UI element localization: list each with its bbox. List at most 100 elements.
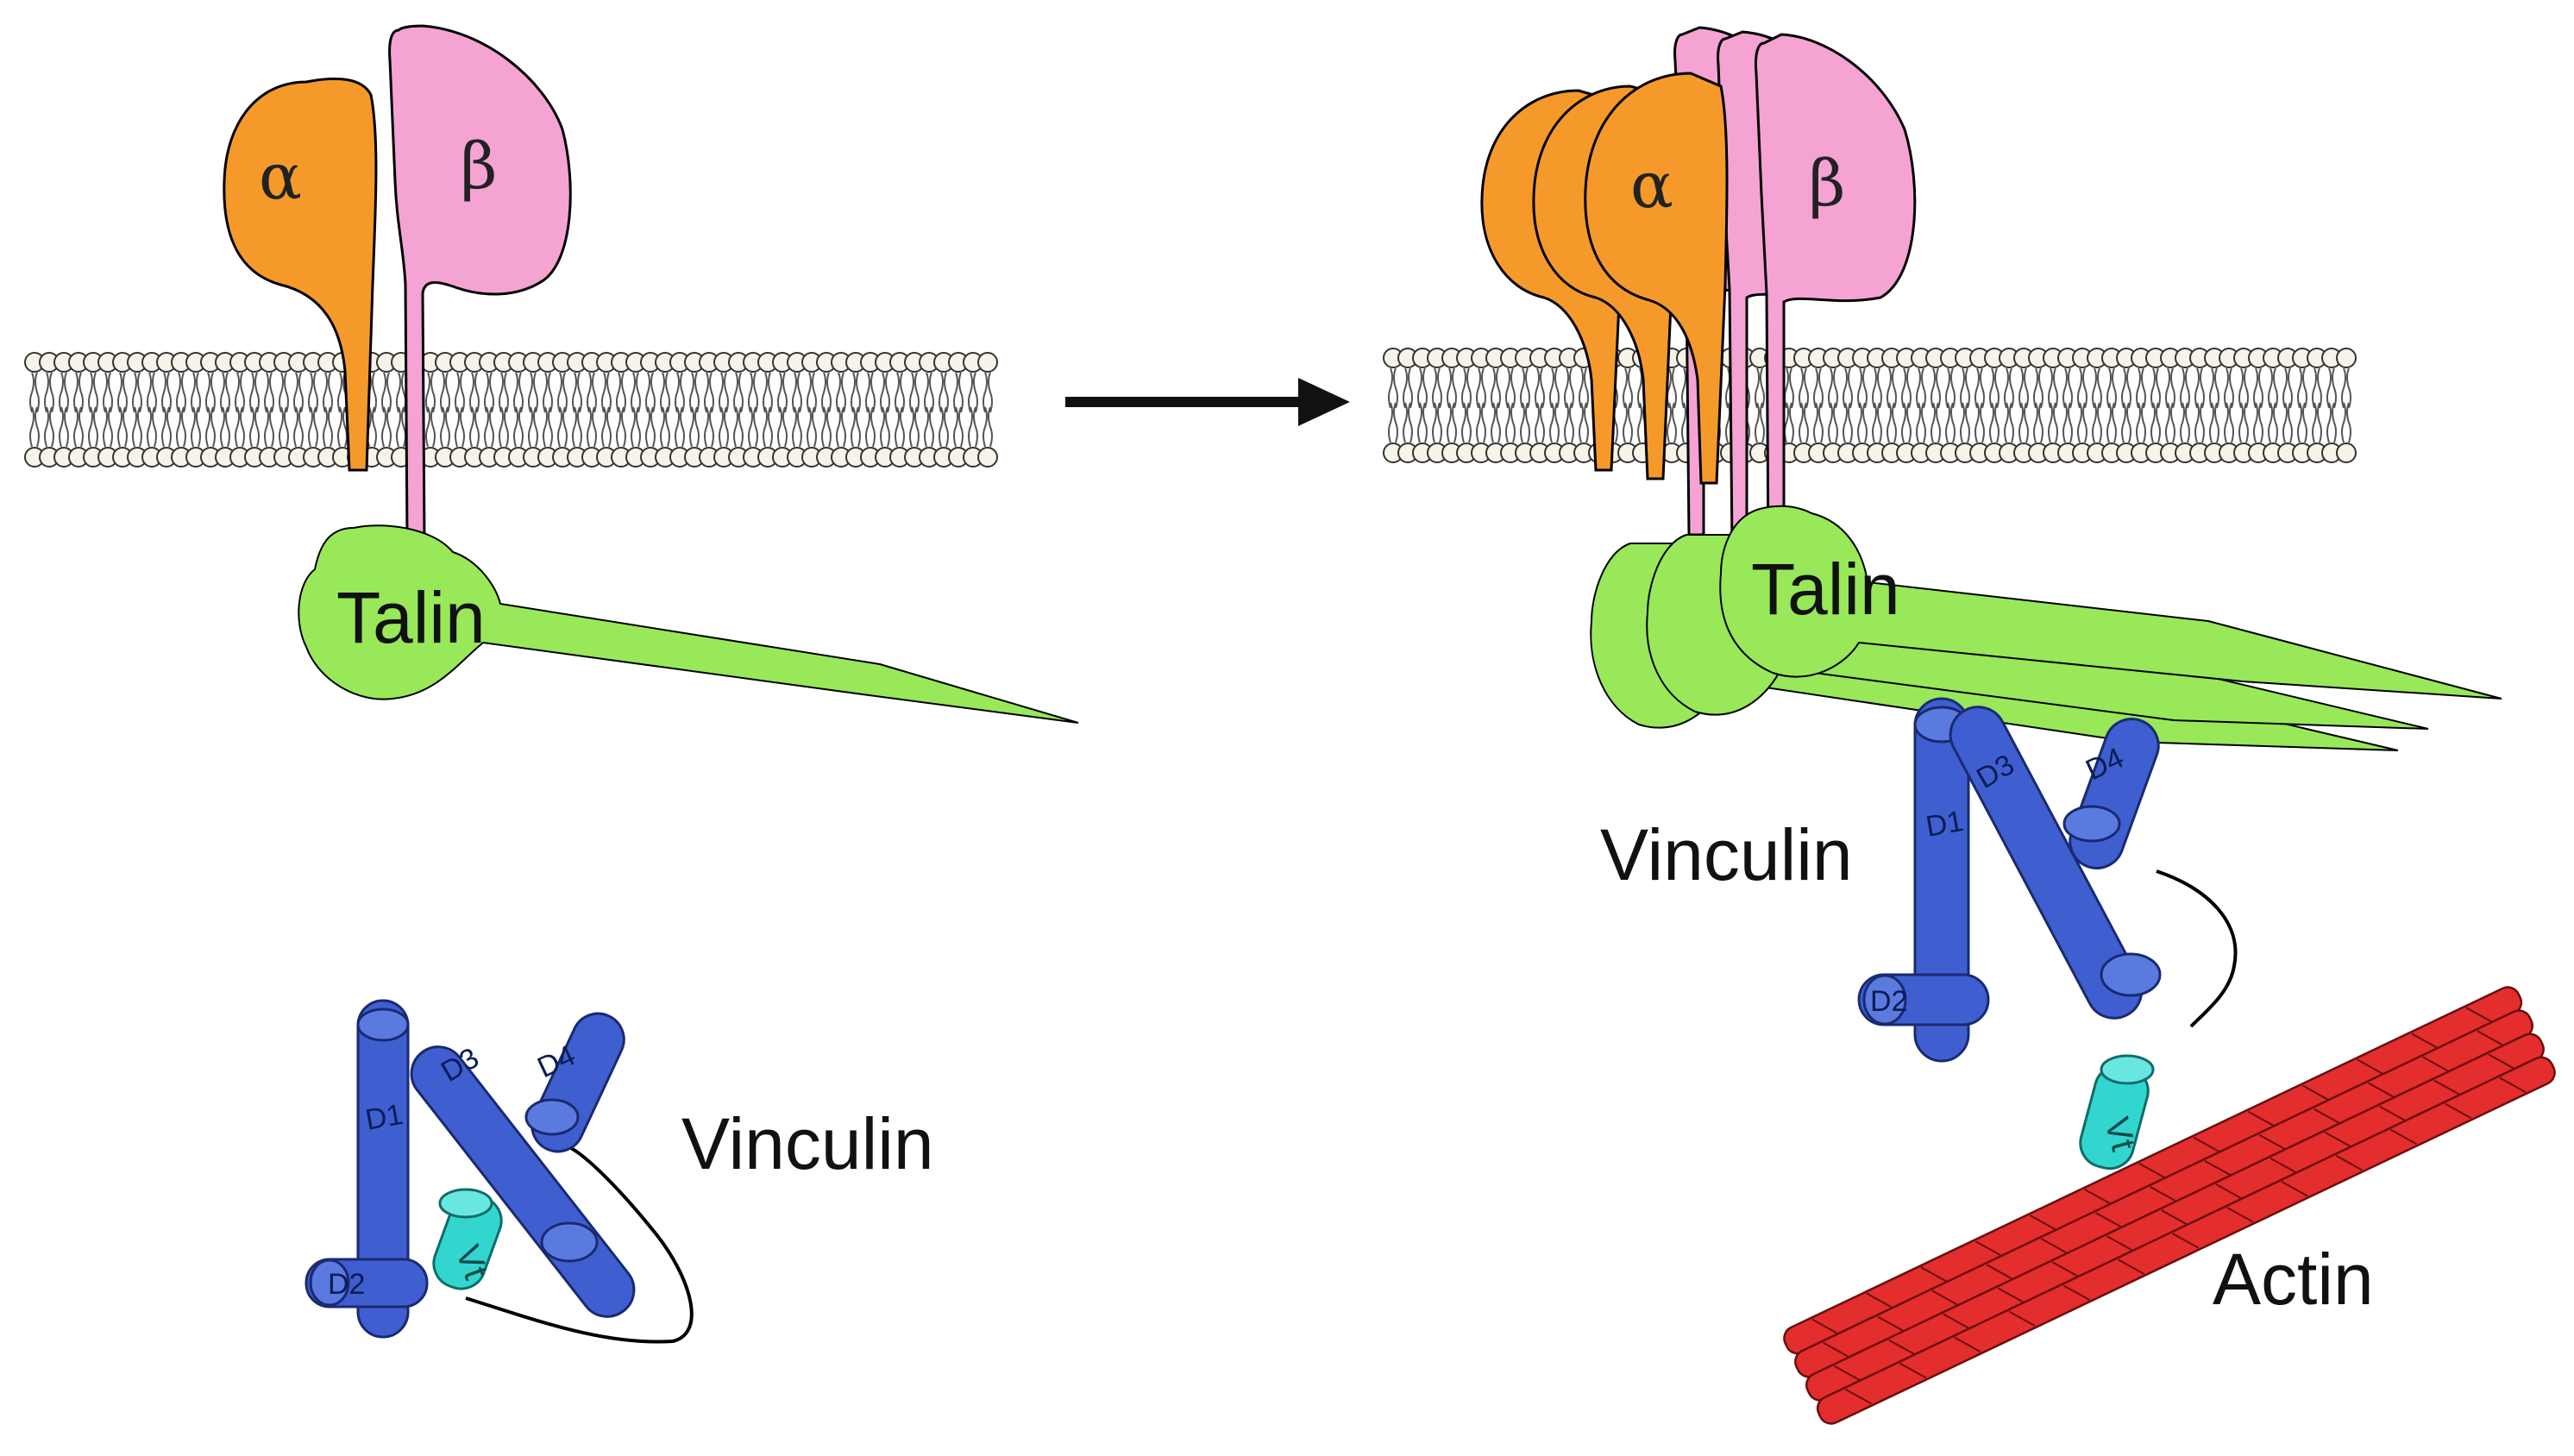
lipid-tail [2268,402,2278,443]
lipid-tail [939,372,949,413]
actin-subunit-mark [2445,1102,2472,1120]
lipid-tail [895,372,905,413]
lipid-tail [1813,367,1824,409]
lipid-tail [2312,367,2322,409]
lipid-tail [205,372,216,413]
lipid-tail [1784,402,1794,443]
lipid-tail [1432,367,1442,409]
beta-integrin-right [1755,33,1917,554]
lipid-head [2336,442,2357,463]
lipid-tail [1784,367,1794,409]
lipid-tail [44,372,54,413]
actin-subunit-mark [1974,1240,2002,1257]
lipid-tail [1549,367,1560,409]
lipid-tail [1476,402,1486,443]
lipid-tail [763,406,773,448]
lipid-tail [792,406,802,448]
lipid-tail [2106,367,2117,409]
lipid-tail [103,372,113,413]
alpha-integrin-cluster: α [1480,72,1729,485]
lipid-tail [1799,402,1809,443]
lipid-tail [1579,402,1589,443]
lipid-tail [675,372,685,413]
actin-subunit-mark [2499,1076,2527,1094]
lipid-tail [249,372,260,413]
d2-label-left: D2 [328,1268,365,1301]
actin-subunit-mark [2204,1159,2232,1177]
lipid-tail [2018,402,2029,443]
lipid-tail [836,372,846,413]
lipid-tail [645,372,656,413]
lipid-tail [484,406,494,448]
lipid-tail [513,372,524,413]
lipid-tail [1828,402,1838,443]
lipid-tail [1872,402,1882,443]
lipid-tail [2150,367,2161,409]
lipid-tail [455,406,465,448]
lipid-tail [455,372,465,413]
lipid-tail [117,406,128,448]
d4-cylinder-left [530,1012,625,1153]
actin-subunit-mark [1931,1290,1959,1306]
lipid-tail [1843,402,1853,443]
actin-subunit-mark [2477,1030,2504,1046]
lipid-tail [396,406,406,448]
lipid-head [977,447,998,468]
lipid-tail [631,406,641,448]
actin-subunit-mark [2172,1233,2200,1249]
lipid-tail [2062,367,2073,409]
lipid-tail [2282,367,2293,409]
lipid-tail [103,406,113,448]
actin-subunit-mark [2335,1154,2363,1171]
lipid-tail [469,406,480,448]
lipid-tail [1843,367,1853,409]
left-panel: α β Talin D1 D2 D3 D4 [24,24,1079,1344]
lipid-tail [235,372,245,413]
lipid-tail [1828,367,1838,409]
d4-cylinder-right [2069,718,2160,869]
lipid-tail [132,406,142,448]
alpha-integrin-right [1584,72,1729,485]
lipid-tail [88,406,98,448]
actin-subunit-mark [1899,1362,1927,1379]
lipid-tail [2033,367,2044,409]
lipid-tail [587,372,597,413]
lipid-tail [2150,402,2161,443]
lipid-tail [821,406,832,448]
lipid-tail [2268,367,2278,409]
actin-subunit-mark [1888,1339,1916,1356]
lipid-tail [968,372,978,413]
actin-subunit-mark [2062,1284,2090,1301]
d1-label-left: D1 [363,1098,405,1137]
lipid-tail [1755,402,1765,443]
lipid-tail [733,406,744,448]
lipid-tail [645,406,656,448]
lipid-tail [161,406,172,448]
vinculin-linker-right [2156,869,2238,1028]
lipid-tail [513,406,524,448]
lipid-tail [1755,367,1765,409]
lipid-tail [381,372,392,413]
lipid-tail [2224,367,2234,409]
actin-subunit-mark [2084,1189,2112,1205]
lipid-tail [220,406,230,448]
lipid-tail [1520,402,1530,443]
lipid-tail [1857,367,1868,409]
lipid-tail [2048,402,2058,443]
actin-subunit-mark [1986,1264,2013,1280]
lipid-tail [2106,402,2117,443]
alpha-label-right: α [1630,148,1673,223]
vinculin-label-right: Vinculin [1600,814,1853,895]
lipid-tail [689,372,700,413]
lipid-tail [909,372,920,413]
lipid-tail [425,406,436,448]
lipid-tail [953,406,964,448]
vinculin-closed: D1 D2 D3 D4 Vt [304,999,694,1344]
actin-subunit-mark [1866,1292,1893,1309]
lipid-tail [660,372,670,413]
lipid-tail [2033,402,2044,443]
lipid-tail [880,372,890,413]
lipid-tail [983,372,993,413]
lipid-tail [557,406,568,448]
alpha-label-left: α [259,140,302,214]
